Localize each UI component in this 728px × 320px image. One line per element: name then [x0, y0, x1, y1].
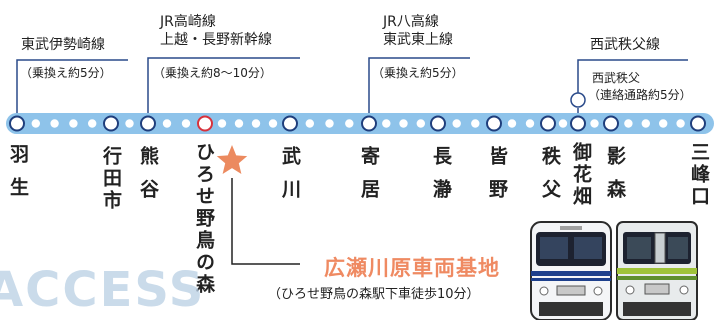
line-dot — [50, 119, 59, 128]
station-gyodashi: 行田市 — [100, 146, 122, 212]
station-takegawa: 武川 — [279, 146, 301, 212]
train-icon-green — [616, 221, 698, 320]
seibu-transfer-note: （連絡通路約5分） — [588, 88, 692, 102]
access-watermark: ACCESS — [0, 262, 206, 318]
station-kagemori: 影森 — [604, 146, 626, 212]
line-dot — [641, 119, 650, 128]
line-dot — [558, 119, 568, 128]
station-marker — [361, 115, 377, 132]
line-dot — [624, 119, 633, 128]
station-marker — [570, 115, 586, 132]
station-marker — [690, 115, 706, 132]
line-dot — [234, 119, 244, 128]
line-dot — [162, 119, 172, 128]
line-dot — [659, 119, 668, 128]
station-hirose-yacho-no-mori: ひろせ野鳥の森 — [193, 142, 215, 296]
line-dot — [305, 119, 314, 128]
station-marker-highlight — [197, 115, 213, 132]
line-dot — [217, 119, 227, 128]
station-marker — [486, 115, 502, 132]
rail-line — [6, 113, 714, 134]
station-marker — [140, 115, 156, 132]
station-marker — [9, 115, 25, 132]
connector-jr-kumagaya — [147, 57, 300, 116]
connector-tobu-isesaki — [16, 59, 128, 116]
line-dot — [88, 119, 97, 128]
depot-leader-line — [231, 178, 300, 265]
line-dot — [525, 119, 535, 128]
station-marker — [603, 115, 619, 132]
line-dot — [268, 119, 278, 128]
depot-star-icon — [216, 145, 248, 174]
depot-title: 広瀬川原車両基地 — [324, 256, 500, 280]
seibu-chichibu-line-label: 西武秩父線 — [590, 37, 660, 53]
line-dot — [399, 119, 408, 128]
station-marker — [430, 115, 446, 132]
tobu-isesaki-transfer-note: （乗換え約5分） — [20, 66, 112, 80]
station-hanyu: 羽生 — [7, 144, 29, 210]
connector-jr-yorii — [368, 57, 470, 116]
station-ohanabatake: 御花畑 — [570, 142, 592, 208]
line-dot — [676, 119, 685, 128]
line-dot — [69, 119, 78, 128]
line-dot — [345, 119, 354, 128]
station-kumagaya: 熊谷 — [137, 146, 159, 212]
yorii-transfer-note: （乗換え約5分） — [372, 66, 464, 80]
line-dot — [471, 119, 480, 128]
jr-takasaki-line-label: JR高崎線 — [160, 14, 216, 30]
station-yorii: 寄居 — [358, 146, 380, 212]
line-dot — [382, 119, 391, 128]
station-minano: 皆野 — [486, 146, 508, 212]
station-marker — [540, 115, 556, 132]
line-dot — [125, 119, 134, 128]
line-dot — [590, 119, 599, 128]
tobu-tojo-line-label: 東武東上線 — [383, 32, 453, 48]
train-icon-white — [530, 221, 612, 320]
tobu-isesaki-line-label: 東武伊勢崎線 — [21, 37, 105, 53]
station-mitsuminguchi: 三峰口 — [688, 142, 710, 208]
station-marker — [282, 115, 298, 132]
kumagaya-transfer-note: （乗換え約8〜10分） — [153, 66, 272, 80]
line-dot — [251, 119, 261, 128]
seibu-chichibu-station-label: 西武秩父 — [592, 71, 641, 85]
station-markers — [9, 115, 706, 132]
station-nagatoro: 長瀞 — [430, 146, 452, 212]
line-dot — [416, 119, 425, 128]
seibu-chichibu-station-marker — [570, 92, 586, 108]
line-dot — [181, 119, 191, 128]
shinkansen-line-label: 上越・長野新幹線 — [160, 32, 272, 48]
line-dot — [325, 119, 334, 128]
jr-hachiko-line-label: JR八高線 — [383, 14, 439, 30]
station-marker — [103, 115, 119, 132]
connector-seibu — [577, 59, 688, 94]
line-dots — [31, 119, 685, 128]
line-dot — [452, 119, 461, 128]
line-dot — [507, 119, 517, 128]
line-dot — [31, 119, 40, 128]
depot-walk-note: （ひろせ野鳥の森駅下車徒歩10分） — [268, 287, 480, 302]
station-chichibu: 秩父 — [539, 146, 561, 212]
